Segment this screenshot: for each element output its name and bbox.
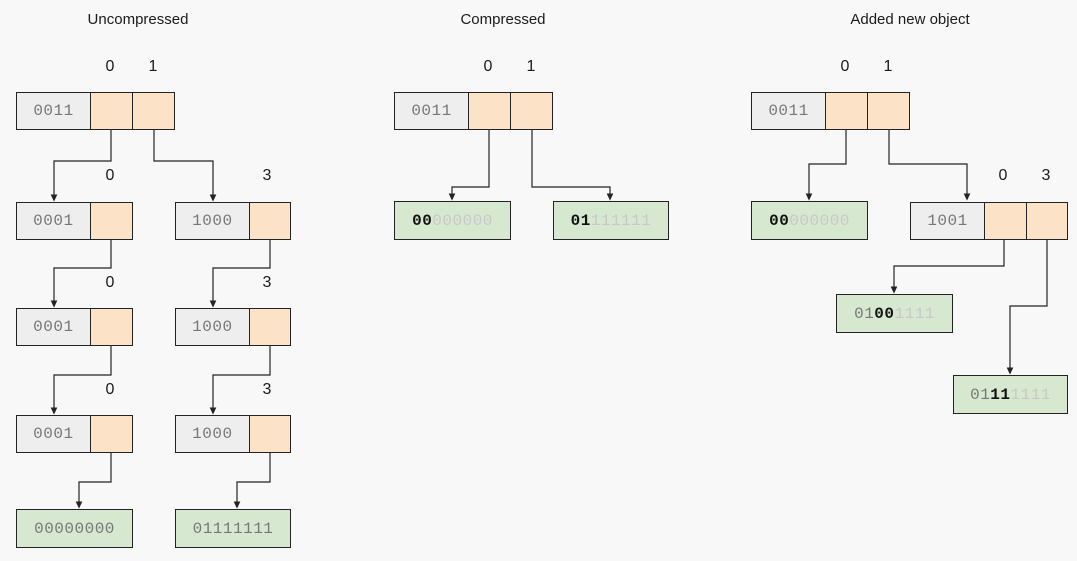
leaf-segment-plain: 01111111 bbox=[192, 519, 274, 538]
edge-label: 0 bbox=[105, 381, 115, 398]
leaf-segment-plain: 00000000 bbox=[34, 519, 115, 538]
slot-label: 0 bbox=[105, 58, 115, 75]
leaf-u-leaf-left[interactable]: 00000000 bbox=[16, 509, 133, 548]
pointer-cell-0[interactable] bbox=[984, 203, 1026, 239]
slot-label: 0 bbox=[840, 58, 850, 75]
edge-a-1001-to-0100 bbox=[890, 240, 1005, 294]
edge-label: 0 bbox=[105, 167, 115, 184]
pointer-cell-0[interactable] bbox=[90, 93, 133, 129]
edge-c-root-to-l bbox=[448, 130, 490, 201]
pointer-cell-0[interactable] bbox=[89, 203, 132, 239]
node-u-l1[interactable]: 0001 bbox=[16, 202, 133, 240]
node-u-r3[interactable]: 1000 bbox=[175, 415, 291, 453]
node-u-l3[interactable]: 0001 bbox=[16, 415, 133, 453]
slot-label: 3 bbox=[1041, 167, 1051, 184]
node-key: 0001 bbox=[17, 309, 90, 345]
leaf-segment-bold: 11 bbox=[990, 385, 1011, 404]
edge-label: 3 bbox=[262, 274, 272, 291]
leaf-segment-faint: 000000 bbox=[432, 211, 493, 230]
node-key: 0011 bbox=[17, 93, 91, 129]
node-u-root[interactable]: 0011 bbox=[16, 92, 175, 130]
leaf-segment-plain: 01 bbox=[970, 385, 991, 404]
edge-a-root-to-r bbox=[888, 130, 971, 201]
slot-label: 1 bbox=[883, 58, 893, 75]
edge-u-l3-to-leaf bbox=[75, 453, 112, 509]
pointer-cell-0[interactable] bbox=[248, 203, 290, 239]
leaf-segment-plain: 01 bbox=[854, 304, 875, 323]
node-a-root[interactable]: 0011 bbox=[751, 92, 910, 130]
edge-a-1001-to-0111 bbox=[1006, 240, 1048, 375]
edge-u-l2-to-l3 bbox=[50, 346, 112, 415]
slot-label: 0 bbox=[998, 167, 1008, 184]
leaf-segment-faint: 1111 bbox=[894, 304, 935, 323]
node-u-l2[interactable]: 0001 bbox=[16, 308, 133, 346]
pointer-cell-0[interactable] bbox=[248, 416, 290, 452]
edge-label: 0 bbox=[105, 274, 115, 291]
node-key: 1001 bbox=[911, 203, 985, 239]
leaf-segment-bold: 00 bbox=[769, 211, 790, 230]
pointer-cell-0[interactable] bbox=[825, 93, 868, 129]
leaf-segment-faint: 1111 bbox=[1010, 385, 1051, 404]
node-key: 0011 bbox=[752, 93, 826, 129]
leaf-segment-bold: 01 bbox=[570, 211, 591, 230]
edge-u-r3-to-leaf bbox=[233, 453, 271, 509]
node-key: 1000 bbox=[176, 416, 249, 452]
node-key: 1000 bbox=[176, 203, 249, 239]
pointer-cell-1[interactable] bbox=[132, 93, 174, 129]
edge-label: 3 bbox=[262, 167, 272, 184]
pointer-cell-1[interactable] bbox=[867, 93, 909, 129]
leaf-segment-faint: 000000 bbox=[789, 211, 850, 230]
pointer-cell-0[interactable] bbox=[89, 416, 132, 452]
node-u-r2[interactable]: 1000 bbox=[175, 308, 291, 346]
node-u-r1[interactable]: 1000 bbox=[175, 202, 291, 240]
leaf-segment-faint: 111111 bbox=[590, 211, 652, 230]
slot-label: 0 bbox=[483, 58, 493, 75]
edge-u-r1-to-r2b bbox=[209, 240, 271, 308]
edge-a-root-to-l bbox=[805, 130, 847, 201]
edge-u-l1-to-l2 bbox=[50, 240, 112, 308]
edge-u-r2-to-r3 bbox=[209, 346, 271, 415]
pointer-cell-0[interactable] bbox=[468, 93, 511, 129]
edge-u-root-to-r1 bbox=[153, 130, 217, 202]
leaf-u-leaf-right[interactable]: 01111111 bbox=[175, 509, 291, 548]
leaf-segment-bold: 00 bbox=[874, 304, 895, 323]
node-key: 0001 bbox=[17, 416, 90, 452]
node-key: 0001 bbox=[17, 203, 90, 239]
node-c-root[interactable]: 0011 bbox=[394, 92, 553, 130]
edge-u-root-to-l1 bbox=[50, 130, 112, 202]
edge-label: 3 bbox=[262, 381, 272, 398]
edge-c-root-to-r bbox=[531, 130, 614, 201]
node-key: 0011 bbox=[395, 93, 469, 129]
column-title-uncompressed: Uncompressed bbox=[87, 11, 189, 28]
slot-label: 1 bbox=[148, 58, 158, 75]
pointer-cell-1[interactable] bbox=[510, 93, 552, 129]
leaf-segment-bold: 00 bbox=[412, 211, 433, 230]
node-a-n1001[interactable]: 1001 bbox=[910, 202, 1068, 240]
node-key: 1000 bbox=[176, 309, 249, 345]
pointer-cell-0[interactable] bbox=[89, 309, 132, 345]
column-title-compressed: Compressed bbox=[460, 11, 546, 28]
pointer-cell-0[interactable] bbox=[248, 309, 290, 345]
slot-label: 1 bbox=[526, 58, 536, 75]
pointer-cell-1[interactable] bbox=[1025, 203, 1067, 239]
column-title-added-new-object: Added new object bbox=[850, 11, 970, 28]
